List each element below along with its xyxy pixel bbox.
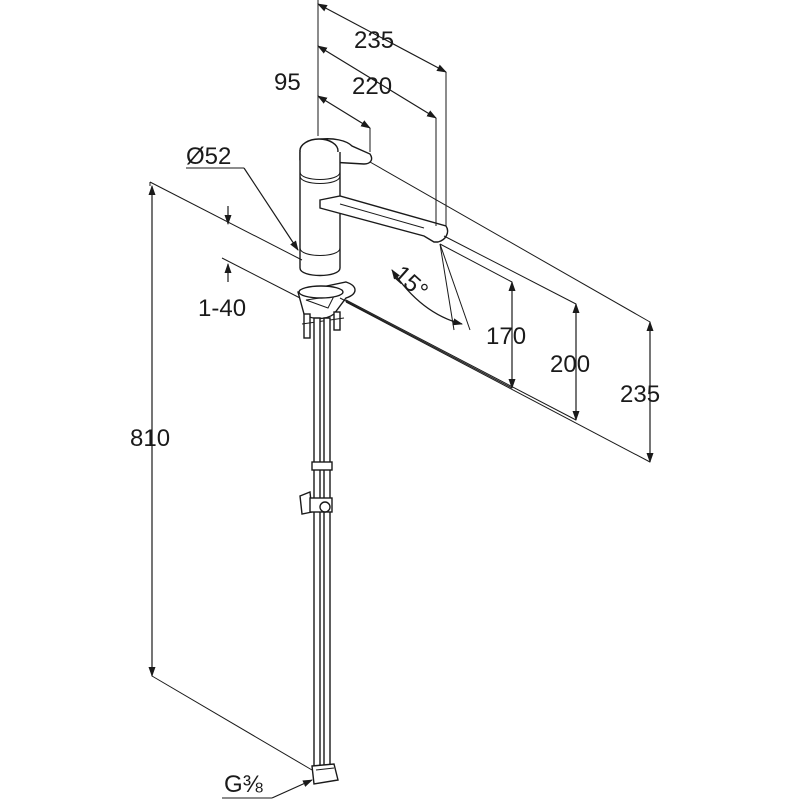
label-swivel-angle: 15° (388, 260, 433, 304)
dimension-lines (150, 0, 650, 798)
label-height-total: 235 (620, 381, 660, 408)
faucet-body (300, 152, 340, 276)
faucet (298, 139, 448, 784)
label-width-spout: 220 (352, 73, 392, 100)
label-lever-offset: 95 (274, 69, 301, 96)
label-diameter: Ø52 (186, 143, 231, 170)
supply-hose-left (314, 318, 320, 766)
mounting-stud (304, 314, 310, 338)
label-hose-length: 810 (130, 425, 170, 452)
label-height-outlet: 170 (486, 323, 526, 350)
supply-hose-right (324, 318, 330, 766)
label-deck-thickness: 1-40 (198, 295, 246, 322)
label-connection: G⅜ (224, 771, 264, 798)
label-width-overall: 235 (354, 27, 394, 54)
connection-fitting (312, 764, 338, 784)
dimension-labels: 235 220 95 Ø52 1-40 15° 170 200 235 810 … (130, 27, 660, 798)
label-height-spout: 200 (550, 351, 590, 378)
